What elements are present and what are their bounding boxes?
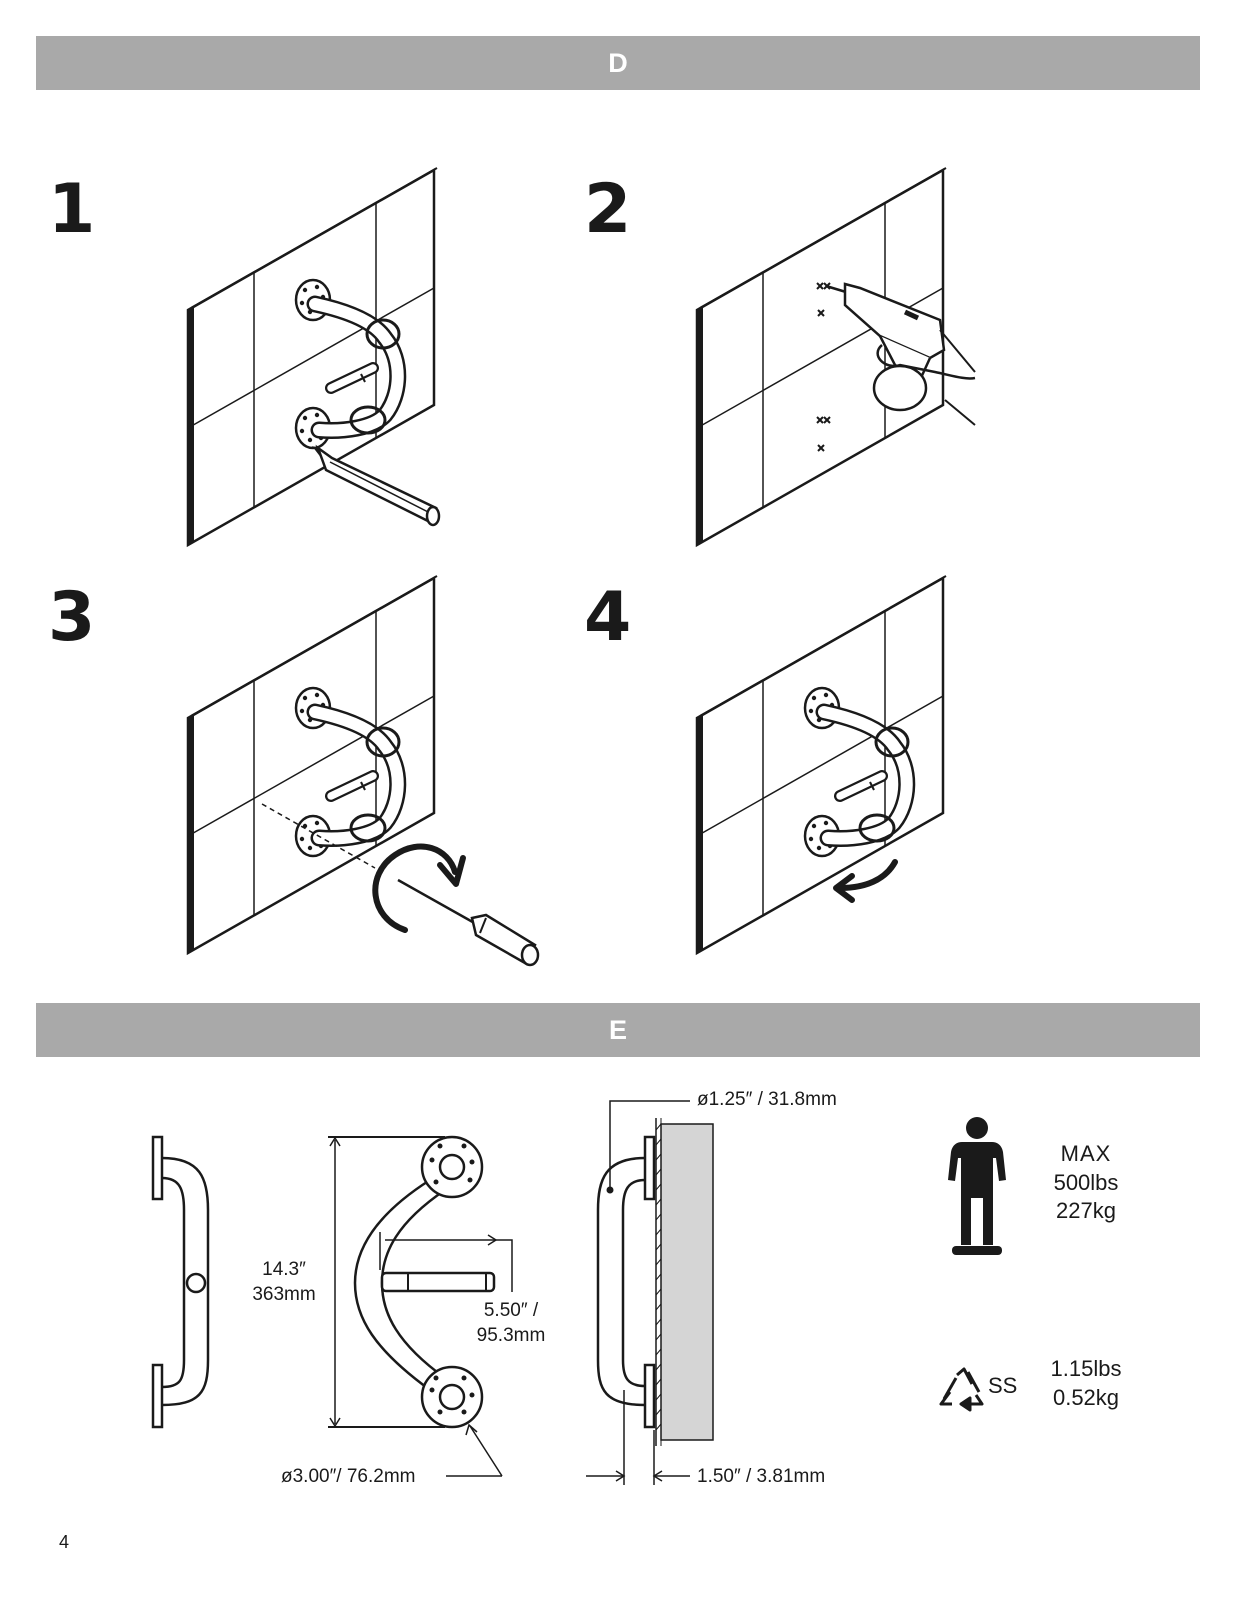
recycle-icon bbox=[939, 1367, 984, 1412]
weight-lbs: 1.15lbs bbox=[1050, 1356, 1122, 1381]
weight-spec: 1.15lbs 0.52kg bbox=[1036, 1355, 1136, 1412]
step-number-2: 2 bbox=[584, 170, 632, 249]
dim-flange-diameter: ø3.00″/ 76.2mm bbox=[281, 1466, 416, 1487]
rotate-arrow-icon bbox=[833, 859, 898, 903]
page-number: 4 bbox=[59, 1532, 70, 1552]
front-view-drawing bbox=[328, 1135, 513, 1477]
dim-wall-clearance: 1.50″ / 3.81mm bbox=[697, 1466, 826, 1487]
section-e-label: E bbox=[608, 1014, 627, 1045]
step-2-illustration bbox=[695, 166, 976, 547]
step-1-illustration bbox=[186, 166, 441, 547]
material-label: SS bbox=[988, 1373, 1018, 1398]
step-number-3: 3 bbox=[48, 578, 96, 657]
dim-length: 14.3″ 363mm bbox=[244, 1258, 324, 1307]
step-3-illustration bbox=[186, 574, 540, 967]
screwdriver-icon bbox=[397, 878, 540, 967]
dim-tube-diameter: ø1.25″ / 31.8mm bbox=[697, 1089, 837, 1110]
section-d-label: D bbox=[608, 47, 628, 78]
dim-length-mm: 363mm bbox=[252, 1283, 316, 1305]
dim-length-in: 14.3″ bbox=[262, 1259, 306, 1280]
max-load-spec: MAX 500lbs 227kg bbox=[1036, 1140, 1136, 1226]
side-view-drawing bbox=[151, 1135, 210, 1429]
dim-depth-mm: 95.3mm bbox=[476, 1324, 546, 1346]
step-4-illustration bbox=[695, 574, 948, 955]
step-number-1: 1 bbox=[48, 170, 96, 249]
max-label: MAX bbox=[1060, 1141, 1112, 1166]
section-d-header: D bbox=[36, 36, 1200, 90]
max-kg: 227kg bbox=[1056, 1198, 1116, 1224]
section-e-header: E bbox=[36, 1003, 1200, 1057]
max-lbs: 500lbs bbox=[1053, 1169, 1119, 1195]
step-number-4: 4 bbox=[584, 578, 632, 657]
rotate-arrow-icon bbox=[372, 843, 466, 933]
dim-depth: 5.50″ / 95.3mm bbox=[466, 1299, 556, 1348]
drill-icon bbox=[825, 282, 976, 426]
dim-depth-in: 5.50″ / bbox=[483, 1300, 539, 1321]
profile-view-drawing bbox=[586, 1100, 714, 1485]
pencil-icon bbox=[312, 444, 441, 527]
weight-kg: 0.52kg bbox=[1052, 1384, 1120, 1410]
person-icon bbox=[948, 1117, 1006, 1255]
